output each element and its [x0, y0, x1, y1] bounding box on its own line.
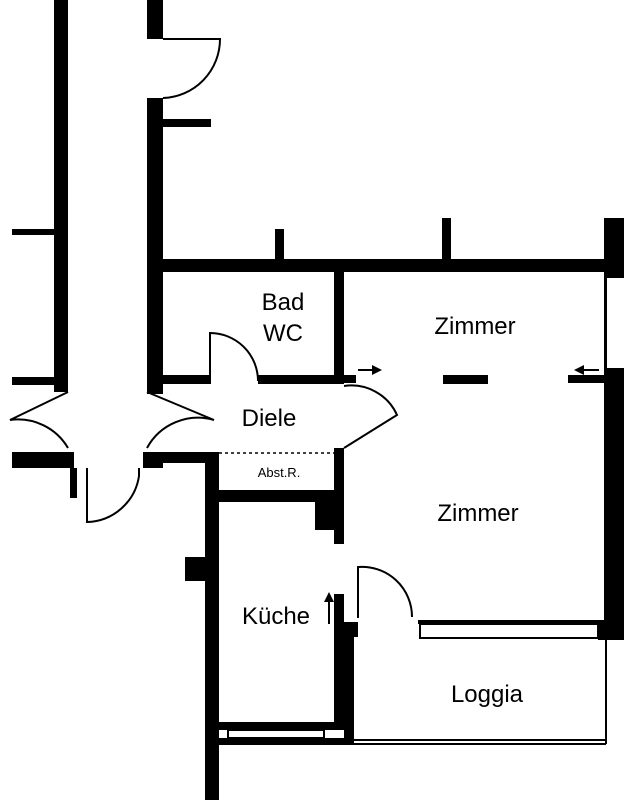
door-swing — [86, 468, 140, 524]
wall — [275, 229, 284, 259]
door-swing — [209, 331, 259, 384]
label-zimmer-top: Zimmer — [434, 313, 515, 340]
wall — [219, 738, 354, 745]
arrow-left-icon — [574, 365, 599, 375]
wall — [443, 375, 488, 384]
wall — [604, 278, 607, 368]
wall — [418, 620, 604, 624]
wall — [147, 0, 163, 39]
wall — [344, 375, 356, 383]
door-swing — [162, 38, 222, 99]
label-wc: WC — [263, 320, 303, 347]
wall — [147, 98, 163, 394]
wall — [163, 119, 211, 127]
wall — [54, 0, 68, 392]
wall — [344, 622, 358, 637]
wall — [334, 594, 344, 722]
window-kitchen — [227, 729, 325, 739]
door-swing — [357, 565, 414, 618]
label-abstellraum: Abst.R. — [258, 465, 301, 480]
walls — [12, 0, 624, 800]
wall — [258, 375, 344, 384]
label-bad: Bad — [262, 289, 305, 316]
room-labels: Bad WC Zimmer Diele Abst.R. Zimmer Küche… — [242, 289, 524, 708]
doors — [9, 38, 414, 618]
wall — [163, 452, 219, 463]
arrow-up-icon — [324, 592, 334, 624]
label-loggia: Loggia — [451, 681, 524, 708]
wall — [334, 272, 344, 384]
label-zimmer-middle: Zimmer — [437, 500, 518, 527]
wall — [219, 722, 344, 730]
wall — [442, 218, 451, 259]
wall — [205, 463, 219, 800]
wall — [598, 620, 624, 640]
wall — [219, 490, 334, 502]
wall — [344, 637, 354, 745]
windows — [227, 623, 607, 745]
wall — [12, 452, 74, 468]
wall — [143, 452, 163, 468]
wall — [568, 375, 604, 383]
window-zimmer-loggia — [419, 623, 599, 639]
door-swing — [343, 384, 399, 449]
wall — [185, 557, 205, 581]
wall — [12, 377, 68, 385]
wall — [163, 259, 624, 272]
wall — [334, 448, 344, 544]
door-swing — [9, 391, 69, 449]
label-diele: Diele — [242, 405, 297, 432]
wall — [12, 229, 54, 235]
wall — [163, 375, 210, 384]
wall — [315, 502, 334, 530]
label-kueche: Küche — [242, 603, 310, 630]
direction-arrows — [324, 365, 599, 624]
wall — [604, 218, 624, 278]
wall — [604, 368, 624, 640]
arrow-right-icon — [358, 365, 382, 375]
door-swing — [146, 391, 215, 449]
wall — [70, 468, 77, 498]
